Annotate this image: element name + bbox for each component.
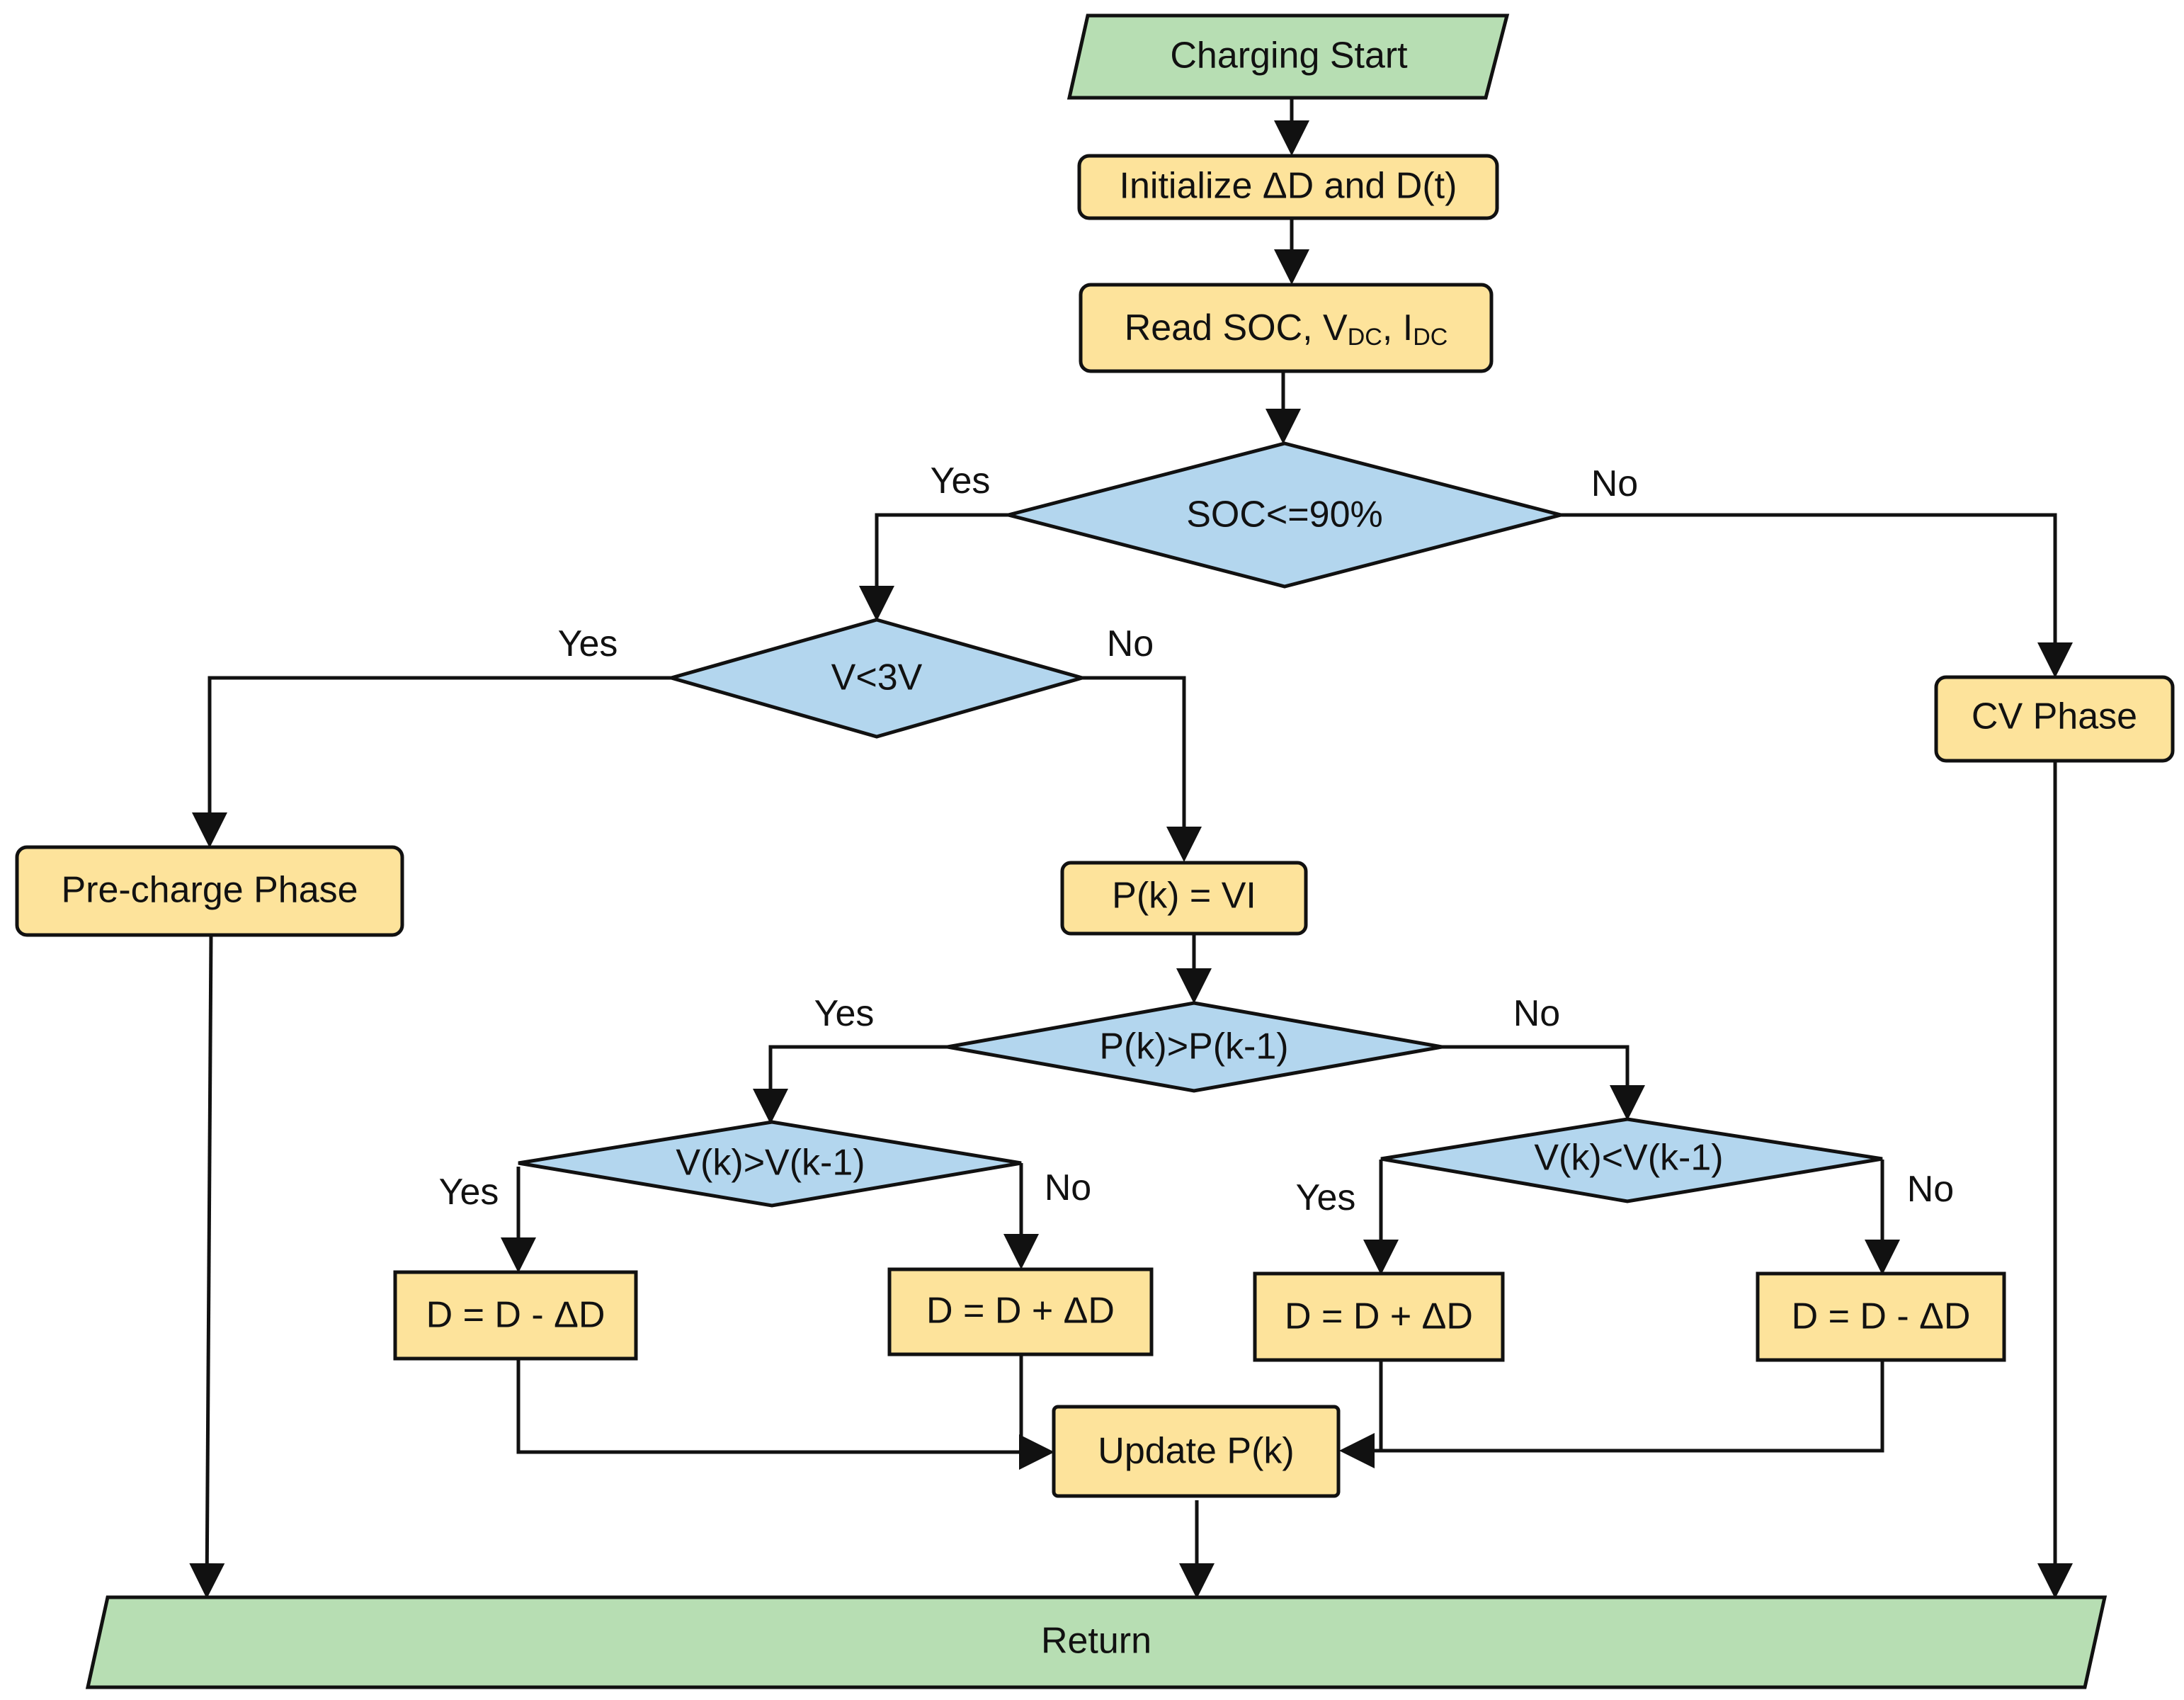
decision-v-check: V<3V [664,618,1089,739]
edge-precharge-to-return [189,934,225,1599]
decision-shape [947,1001,1443,1093]
process-shape [1756,1271,2006,1362]
v-decrease-check-label: V(k)<V(k-1) [1534,1138,1723,1179]
decision-soc-check: SOC<=90% [1001,441,1568,589]
d-decrease-2-label: D = D - ΔD [1792,1296,1971,1337]
terminal-return: Return [85,1595,2108,1689]
v-yes-label: Yes [558,623,618,664]
read-label: Read SOC, VDC, IDC [1125,307,1448,351]
d-increase-1-label: D = D + ΔD [926,1291,1115,1332]
p-compare-label: P(k)>P(k-1) [1099,1026,1288,1067]
precharge-phase-label: Pre-charge Phase [61,870,358,911]
process-shape [1060,861,1308,936]
edge-soc-no-to-cv-phase [1559,513,2073,678]
terminal-shape [85,1595,2108,1689]
process-shape [1052,1405,1341,1498]
process-shape [1253,1271,1505,1362]
process-shape [393,1270,638,1361]
power-calc-label: P(k) = VI [1112,876,1256,917]
decision-p-compare: P(k)>P(k-1) [947,1001,1443,1093]
process-shape [1079,283,1494,373]
process-shape [887,1267,1154,1356]
process-d-increase-1: D = D + ΔD [887,1267,1154,1356]
soc-yes-label: Yes [931,460,991,502]
branch-labels: Yes No Yes No Yes No Yes No Yes No [439,460,1955,1218]
edge-d-decrease-1-to-update [516,1359,1054,1470]
process-update-power: Update P(k) [1052,1405,1341,1498]
update-power-label: Update P(k) [1098,1431,1294,1472]
read-label-mid: , I [1382,307,1413,348]
terminal-charging-start: Charging Start [1067,13,1510,100]
process-initialize: Initialize ΔD and D(t) [1077,154,1499,220]
decision-shape [518,1120,1022,1208]
decision-shape [664,618,1089,739]
process-shape [1934,675,2175,763]
vdec-no-label: No [1907,1169,1954,1210]
v-no-label: No [1107,623,1154,664]
process-read-soc: Read SOC, VDC, IDC [1079,283,1494,373]
p-no-label: No [1513,993,1560,1034]
read-label-sub-v: DC [1348,324,1382,351]
process-shape [1077,154,1499,220]
edge-v-yes-to-precharge [192,676,671,848]
vinc-no-label: No [1045,1167,1091,1208]
process-d-increase-2: D = D + ΔD [1253,1271,1505,1362]
v-check-label: V<3V [831,657,923,698]
p-yes-label: Yes [814,993,875,1034]
edge-v-no-to-power-calc [1082,676,1202,862]
initialize-label: Initialize ΔD and D(t) [1120,166,1457,207]
d-increase-2-label: D = D + ΔD [1285,1296,1473,1337]
process-d-decrease-1: D = D - ΔD [393,1270,638,1361]
process-precharge-phase: Pre-charge Phase [15,845,404,937]
edge-d-decrease-2-to-update [1339,1360,1884,1468]
edge-soc-yes-to-v-check [859,513,1008,621]
read-label-prefix: Read SOC, V [1125,307,1348,348]
return-label: Return [1041,1621,1151,1662]
process-cv-phase: CV Phase [1934,675,2175,763]
process-shape [15,845,404,937]
read-label-sub-i: DC [1413,324,1448,351]
decision-v-decrease-check: V(k)<V(k-1) [1380,1117,1883,1203]
vinc-yes-label: Yes [439,1172,499,1213]
terminal-shape [1067,13,1510,100]
cv-phase-label: CV Phase [1972,696,2137,737]
d-decrease-1-label: D = D - ΔD [426,1295,605,1336]
soc-check-label: SOC<=90% [1186,494,1383,536]
vdec-yes-label: Yes [1296,1177,1356,1218]
process-power-calc: P(k) = VI [1060,861,1308,936]
charging-start-label: Charging Start [1170,35,1408,76]
process-d-decrease-2: D = D - ΔD [1756,1271,2006,1362]
v-increase-check-label: V(k)>V(k-1) [676,1143,865,1184]
edge-p-yes-to-v-increase-check [753,1045,948,1124]
decision-shape [1380,1117,1883,1203]
soc-no-label: No [1591,463,1638,504]
decision-v-increase-check: V(k)>V(k-1) [518,1120,1022,1208]
edge-p-no-to-v-decrease-check [1442,1045,1645,1121]
connectors [189,99,2073,1599]
decision-shape [1001,441,1568,589]
